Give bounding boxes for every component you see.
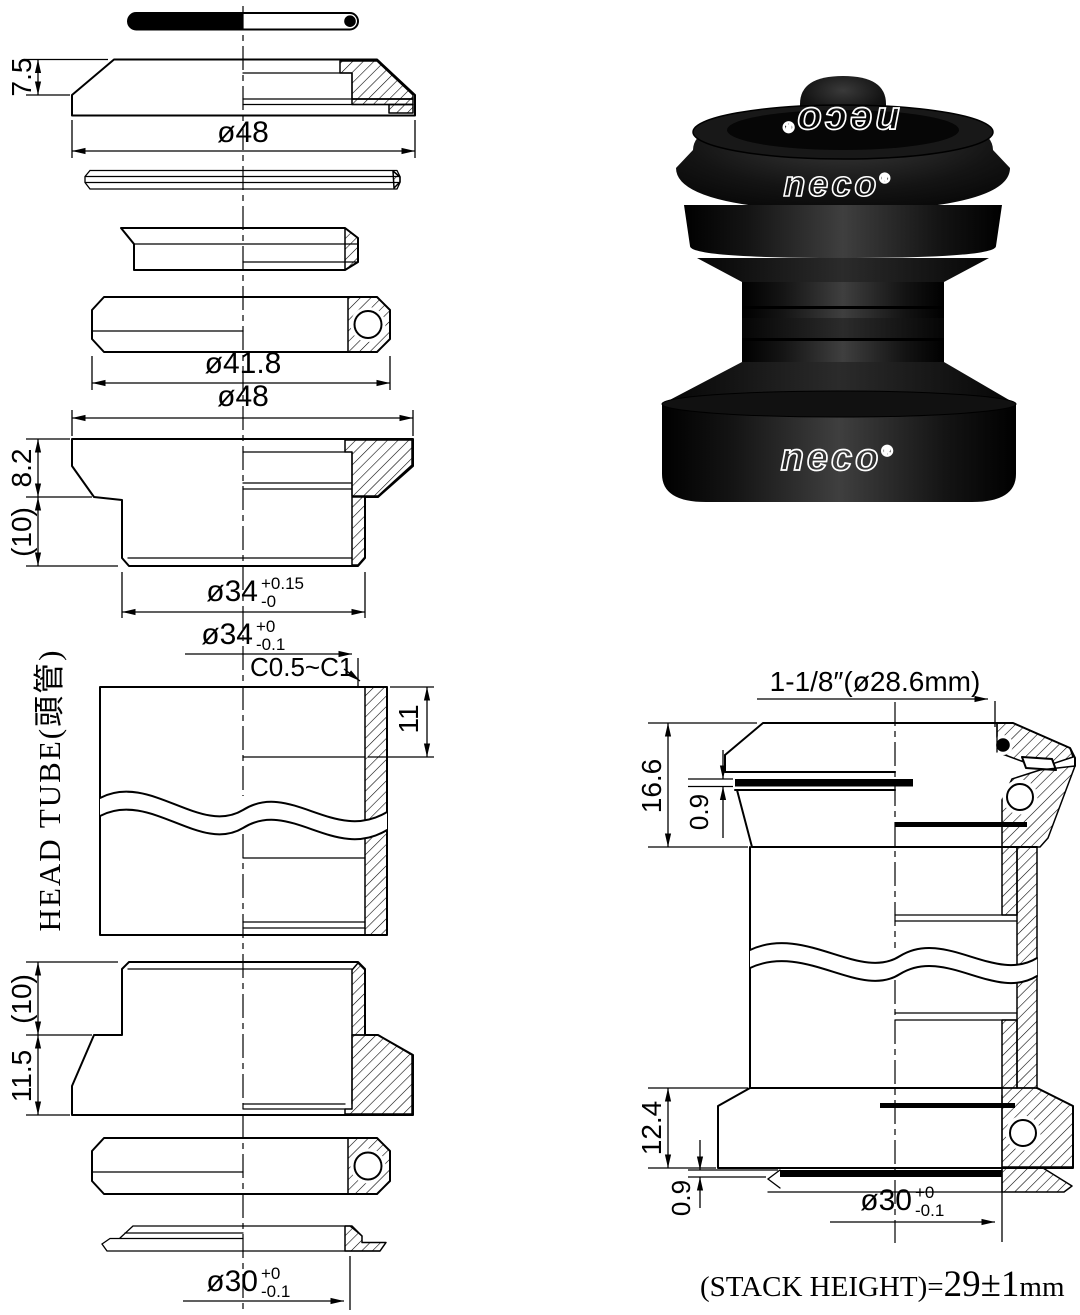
dimension-lower-seal: 0.9 — [666, 1140, 778, 1216]
stack-height-value: 29±1 — [944, 1264, 1020, 1305]
centerlines — [242, 6, 896, 1312]
dim-lower-seal-label: 0.9 — [666, 1180, 696, 1216]
dimension-cup-press-fit: ø34 +0.15 -0 — [121, 572, 366, 618]
dim-crown-race-id-lower: -0.1 — [261, 1282, 290, 1301]
chamfer-note: C0.5~C1 — [250, 652, 361, 682]
asm-top-cover — [724, 722, 1076, 848]
dim-lower-stack-label: 12.4 — [636, 1101, 667, 1156]
dim-asm-crown-race-id-main: ø30 — [860, 1184, 912, 1217]
brand-logo-front: neco® — [783, 163, 892, 204]
asm-upper-seal — [735, 779, 913, 787]
dimension-lower-stack: 12.4 — [636, 1087, 748, 1169]
o-ring-section-dot — [344, 15, 356, 27]
brand-logo-bottom: neco® — [781, 437, 896, 479]
flange-band — [662, 404, 1016, 502]
dim-bore-depth-label: 11 — [393, 704, 424, 733]
asm-upper-cup — [894, 765, 1076, 922]
dim-lower-cup-insert-ref-label: (10) — [6, 974, 37, 1024]
upper-bearing-part — [91, 296, 391, 353]
dim-cover-height-label: 7.5 — [6, 58, 37, 97]
dim-crown-race-id-main: ø30 — [206, 1265, 258, 1298]
upper-bearing-ball — [353, 310, 383, 339]
asm-upper-bearing-ball — [1006, 783, 1034, 811]
asm-head-tube — [749, 846, 1038, 1089]
dimension-bearing-od: ø41.8 — [91, 347, 391, 390]
stack-height-unit: mm — [1019, 1271, 1065, 1303]
compression-ring-part — [120, 227, 359, 271]
dim-asm-crown-race-id-upper: +0 — [915, 1183, 934, 1202]
break-line-upper — [99, 790, 388, 823]
chamfer-note-label: C0.5~C1 — [250, 652, 353, 682]
dim-crown-race-id-upper: +0 — [261, 1264, 280, 1283]
asm-lower-seal — [780, 1170, 1002, 1177]
dimension-lower-cup-insert-ref: (10) — [6, 961, 118, 1036]
dimension-cup-insert-ref: (10) — [6, 497, 118, 567]
dim-headtube-bore-lower: -0.1 — [256, 635, 285, 654]
product-photo: neco® neco® neco® — [661, 76, 1017, 502]
asm-bottom-cup — [717, 1012, 1074, 1169]
asm-break-line-upper — [749, 942, 1038, 967]
dim-upper-seal-label: 0.9 — [684, 794, 714, 830]
brand-logo-top-text: neco — [794, 99, 899, 143]
head-tube-label: HEAD TUBE(頭管) — [32, 649, 67, 932]
dim-lower-cup-flange-height-label: 11.5 — [6, 1050, 37, 1102]
dimension-asm-crown-race-id: ø30 +0 -0.1 — [830, 1095, 1003, 1242]
break-line-lower — [99, 808, 388, 841]
dimension-upper-stack: 16.6 — [636, 722, 757, 848]
dim-cup-insert-ref-label: (10) — [6, 507, 37, 557]
assembly-view: 1-1/8″(ø28.6mm) — [636, 666, 1076, 1305]
dimension-bore-depth: 11 — [368, 686, 434, 758]
asm-break-line-lower — [749, 960, 1038, 985]
brand-logo-top-reg: ® — [780, 118, 794, 135]
lower-bearing-part — [91, 1137, 391, 1195]
dim-headtube-bore-main: ø34 — [201, 618, 253, 651]
dimension-cover-height: 7.5 — [6, 58, 108, 97]
dim-cup-flange-height-label: 8.2 — [6, 449, 37, 488]
dim-steerer-label: 1-1/8″(ø28.6mm) — [770, 666, 981, 697]
asm-crown-race — [766, 1167, 1073, 1193]
brand-logo-front-reg: ® — [879, 170, 892, 186]
dim-headtube-bore-upper: +0 — [256, 617, 275, 636]
dimension-lower-cup-flange-height: 11.5 — [6, 1035, 70, 1116]
transition-cone — [697, 258, 989, 282]
dim-cup-press-fit-main: ø34 — [206, 575, 258, 608]
brand-logo-bottom-text: neco — [781, 437, 882, 479]
upper-ring — [684, 205, 1002, 258]
stack-height-note: (STACK HEIGHT)=29±1mm — [700, 1264, 1065, 1305]
asm-lower-bearing-ball — [1009, 1119, 1037, 1147]
dimension-headtube-bore: ø34 +0 -0.1 — [185, 617, 359, 686]
brand-logo-bottom-reg: ® — [881, 443, 895, 460]
dimension-crown-race-id: ø30 +0 -0.1 — [183, 1256, 351, 1310]
stack-height-label: (STACK HEIGHT)= — [700, 1271, 944, 1303]
brand-logo-top: neco® — [780, 99, 899, 143]
asm-o-ring-dot — [996, 738, 1010, 752]
crown-race-part — [101, 1225, 387, 1252]
dim-cup-press-fit-lower: -0 — [261, 592, 276, 611]
dim-asm-crown-race-id-lower: -0.1 — [915, 1201, 944, 1220]
brand-logo-front-text: neco — [783, 163, 879, 204]
exploded-view: 7.5 ø48 ø4 — [6, 12, 434, 1310]
dimension-upper-seal: 0.9 — [684, 750, 733, 838]
dim-cup-press-fit-upper: +0.15 — [261, 574, 304, 593]
lower-bearing-ball — [353, 1151, 383, 1181]
dim-upper-stack-label: 16.6 — [636, 759, 667, 814]
dimension-steerer: 1-1/8″(ø28.6mm) — [757, 666, 996, 727]
